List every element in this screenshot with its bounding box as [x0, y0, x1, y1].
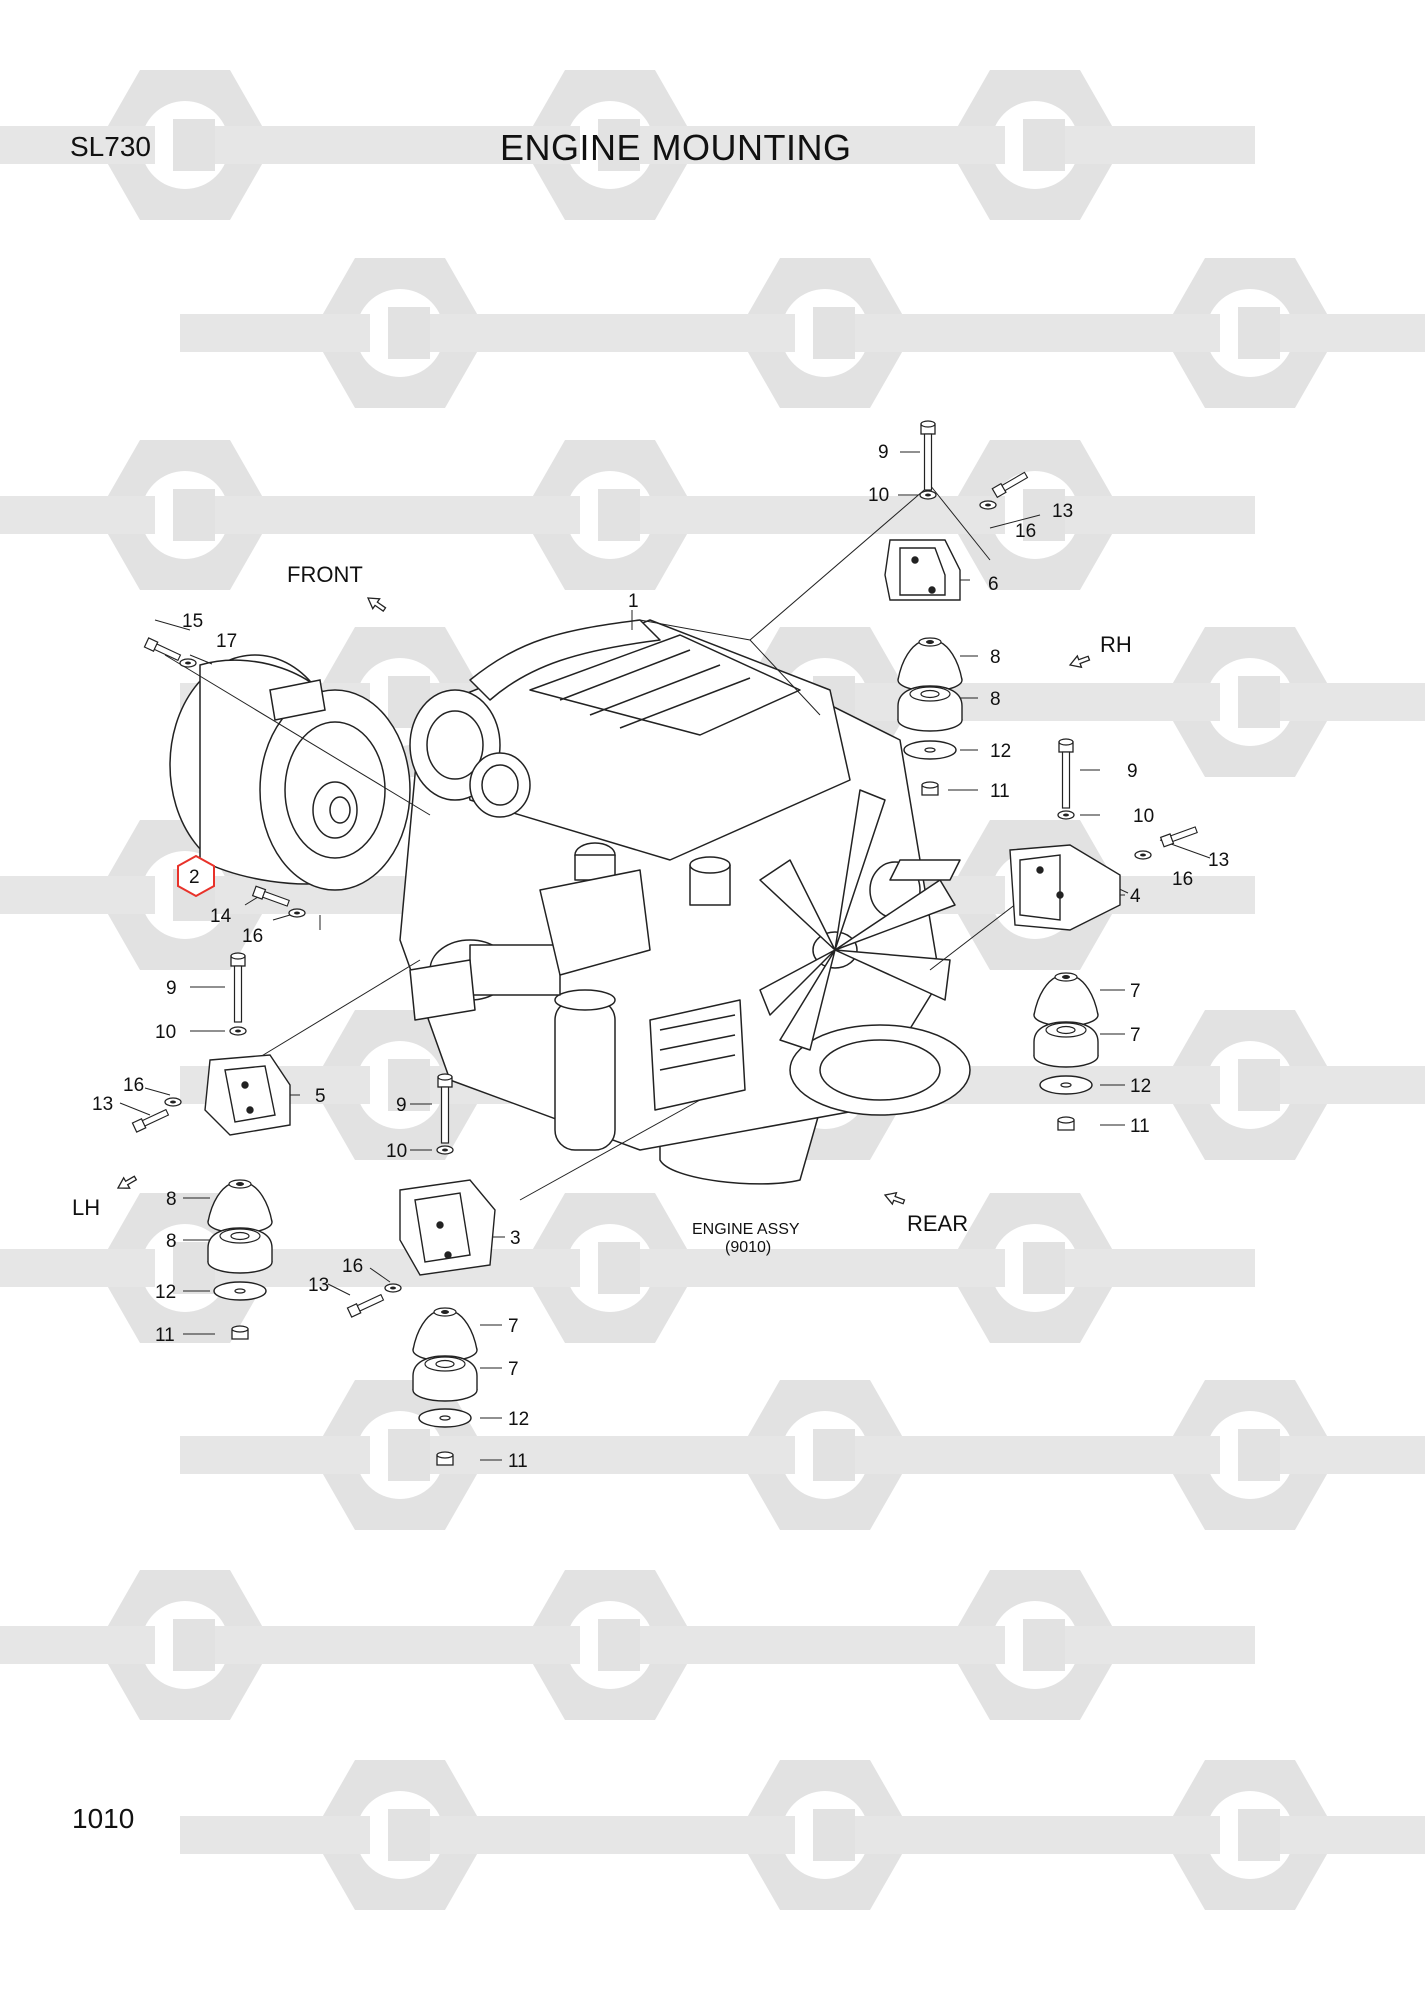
callout-9: 9	[166, 978, 177, 999]
engine-assy-label: ENGINE ASSY	[692, 1221, 800, 1238]
callout-1: 1	[628, 591, 639, 612]
callout-7: 7	[508, 1359, 519, 1380]
lh-front-mount	[131, 952, 291, 1340]
direction-lh-label: LH	[72, 1195, 101, 1220]
flywheel-housing	[169, 654, 411, 891]
callout-16: 16	[242, 926, 263, 947]
callout-16: 16	[123, 1075, 144, 1096]
callout-16: 16	[1172, 869, 1193, 890]
callout-16: 16	[1015, 521, 1036, 542]
callout-14: 14	[210, 906, 232, 927]
callout-8: 8	[166, 1231, 177, 1252]
callout-9: 9	[396, 1095, 407, 1116]
callout-13: 13	[1052, 501, 1073, 522]
rh-front-mount	[884, 420, 1030, 796]
callout-10: 10	[1133, 806, 1154, 827]
callout-2: 2	[189, 867, 200, 888]
callout-7: 7	[1130, 981, 1141, 1002]
callout-10: 10	[155, 1022, 176, 1043]
callout-16: 16	[342, 1256, 363, 1277]
callout-13: 13	[1208, 850, 1229, 871]
callout-9: 9	[878, 442, 889, 463]
leader-lines	[119, 451, 1211, 1461]
callout-11: 11	[508, 1451, 528, 1472]
page-title: ENGINE MOUNTING	[500, 127, 852, 168]
highlight-hexagon	[177, 854, 215, 898]
model-code: SL730	[70, 131, 151, 162]
callout-8: 8	[990, 647, 1001, 668]
callout-8: 8	[990, 689, 1001, 710]
callout-7: 7	[1130, 1025, 1141, 1046]
callout-12: 12	[155, 1282, 176, 1303]
rh-rear-mount	[1009, 738, 1199, 1131]
direction-rh-label: RH	[1100, 632, 1132, 657]
callout-10: 10	[386, 1141, 407, 1162]
callout-13: 13	[308, 1275, 329, 1296]
direction-front-label: FRONT	[287, 562, 363, 587]
callout-10: 10	[868, 485, 889, 506]
callout-3: 3	[510, 1228, 521, 1249]
callout-17: 17	[216, 631, 237, 652]
callout-7: 7	[508, 1316, 519, 1337]
callout-11: 11	[155, 1325, 175, 1346]
callout-13: 13	[92, 1094, 113, 1115]
callout-12: 12	[508, 1409, 529, 1430]
callout-15: 15	[182, 611, 203, 632]
callout-12: 12	[1130, 1076, 1151, 1097]
fan	[759, 789, 956, 1051]
engine-assembly	[399, 619, 971, 1185]
lh-rear-mount	[346, 1073, 496, 1466]
engine-assy-code: (9010)	[725, 1239, 772, 1256]
callout-11: 11	[1130, 1116, 1150, 1137]
callout-11: 11	[990, 781, 1010, 802]
callout-6: 6	[988, 574, 999, 595]
callout-9: 9	[1127, 761, 1138, 782]
callout-12: 12	[990, 741, 1011, 762]
callout-5: 5	[315, 1086, 326, 1107]
direction-rear-label: REAR	[907, 1211, 969, 1236]
page-number: 1010	[72, 1803, 135, 1834]
callout-8: 8	[166, 1189, 177, 1210]
callout-4: 4	[1130, 886, 1141, 907]
